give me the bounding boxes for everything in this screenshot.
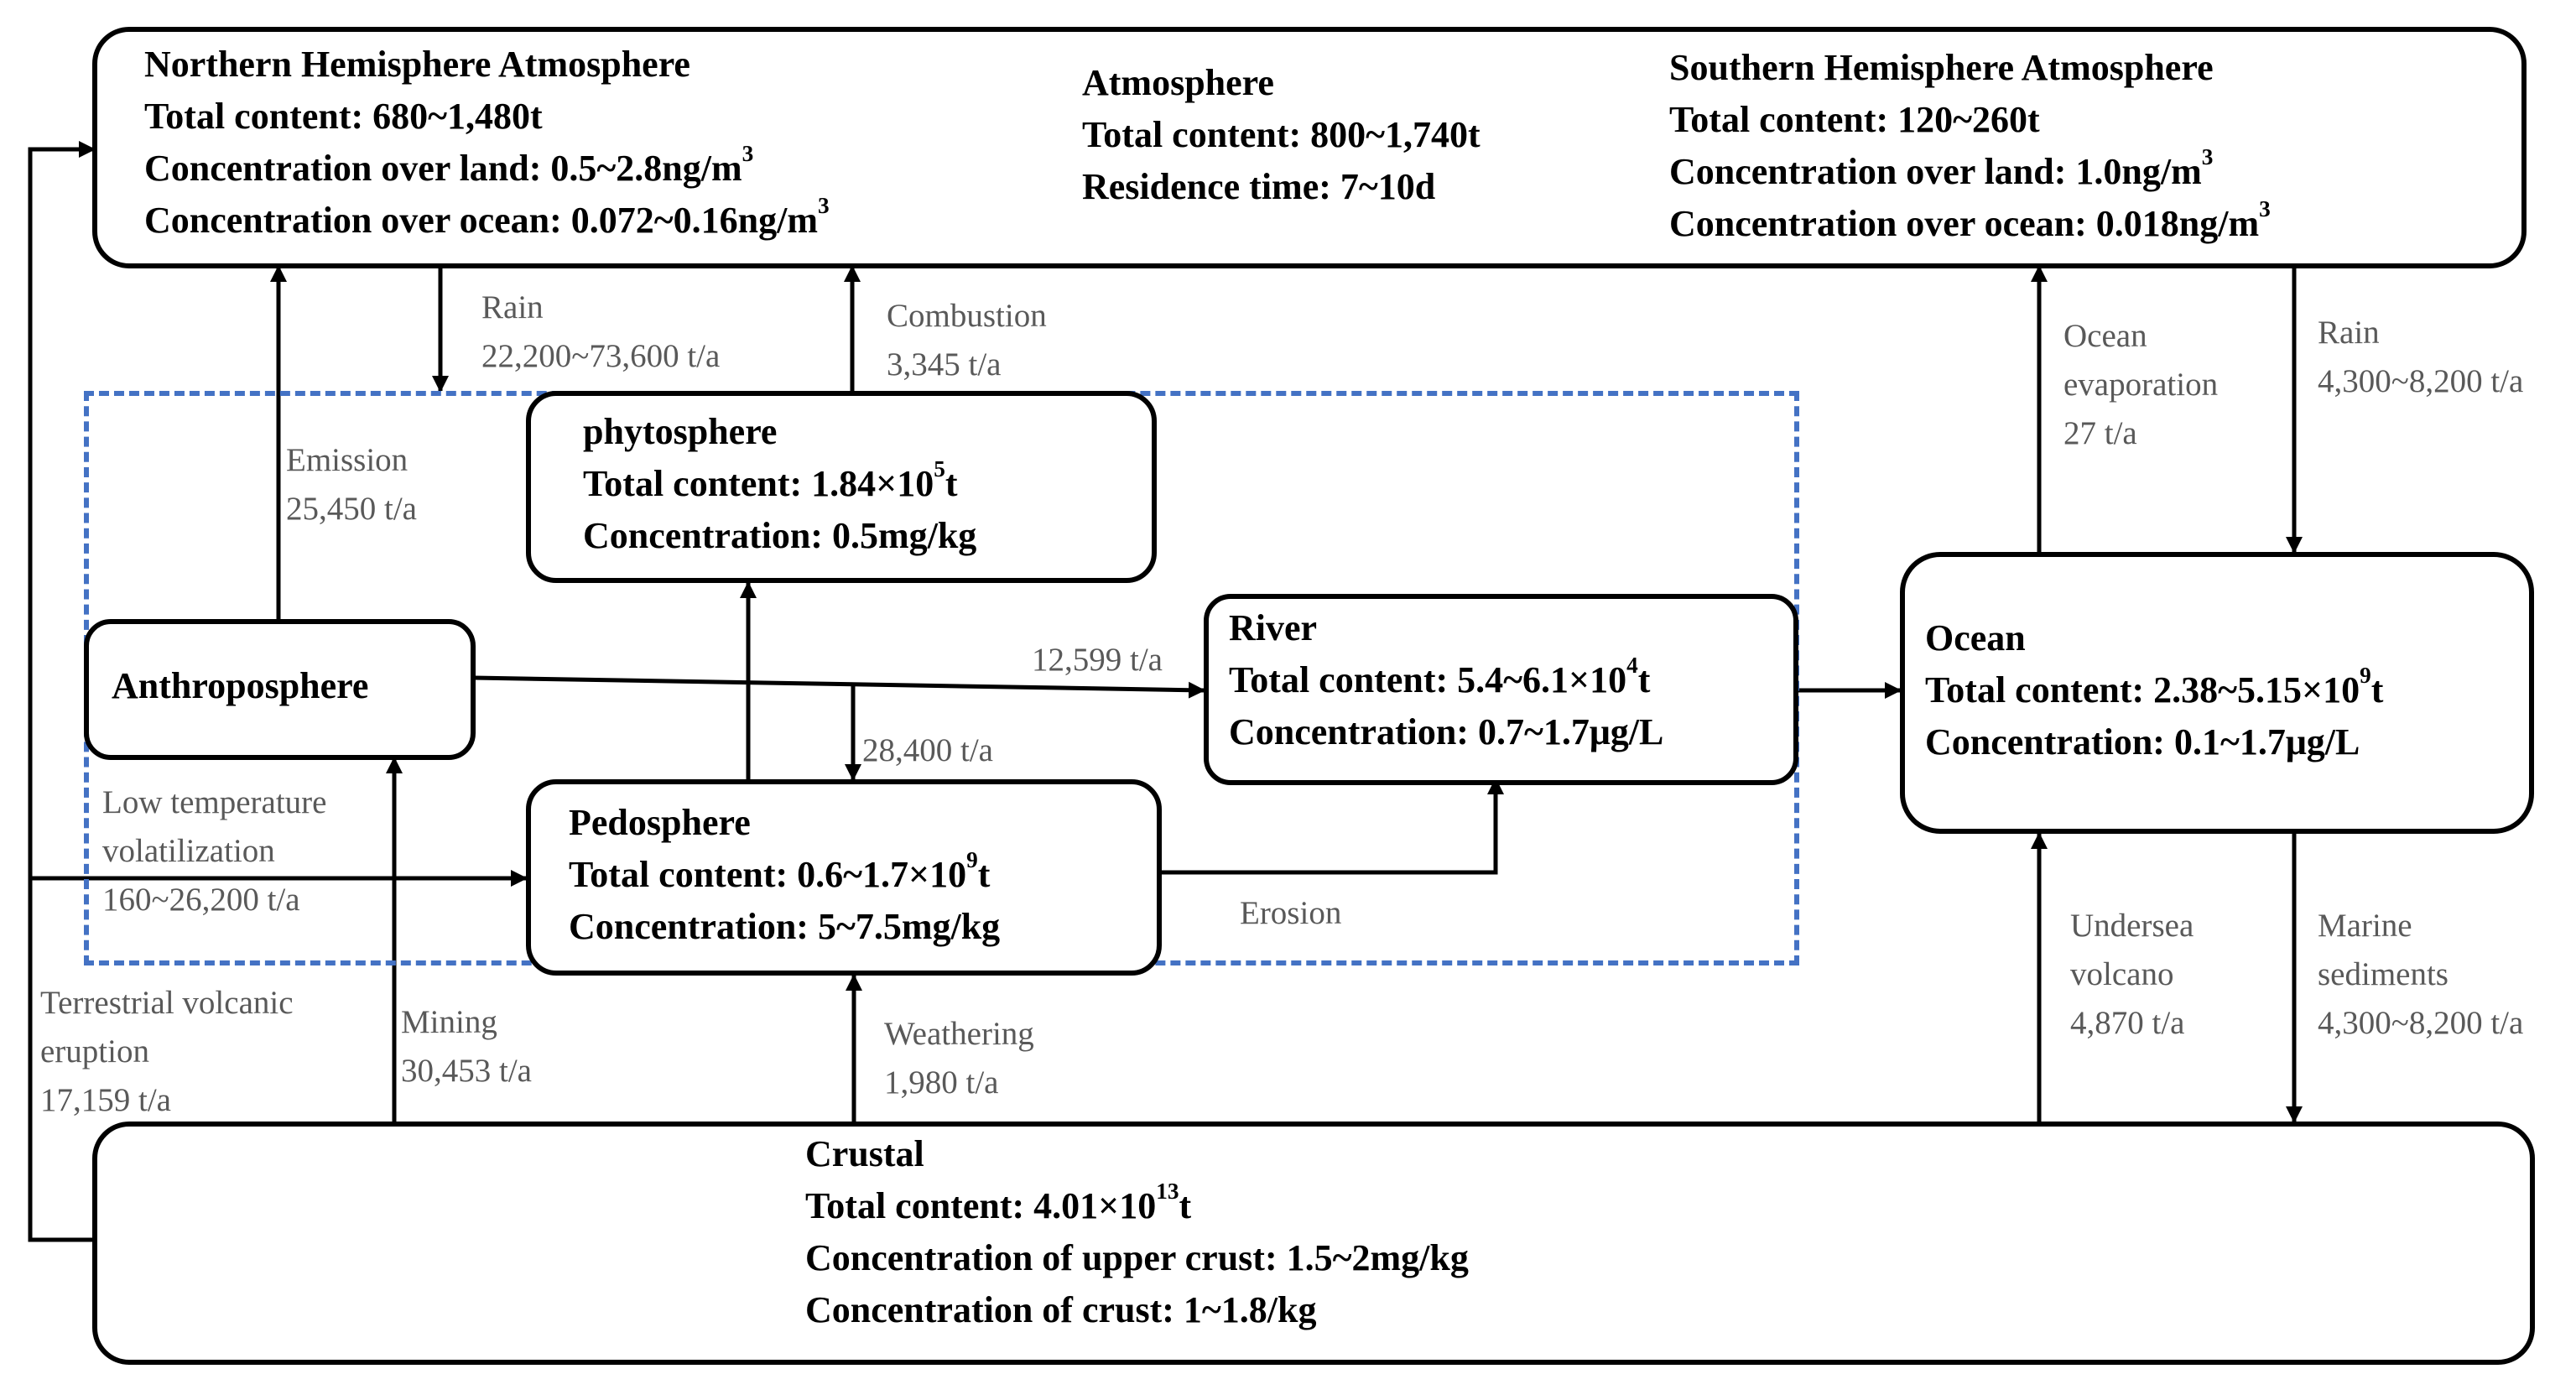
crustal-concentration-crust: Concentration of crust: 1~1.8/kg <box>805 1289 1317 1330</box>
crustal-box <box>92 1122 2535 1365</box>
southern-atmosphere-title: Southern Hemisphere Atmosphere <box>1669 47 2214 88</box>
phytosphere-title: phytosphere <box>583 411 778 452</box>
southern-atmosphere-text: Southern Hemisphere Atmosphere Total con… <box>1669 42 2271 250</box>
erosion-label: Erosion <box>1240 895 1342 931</box>
erosion-arrow <box>1162 778 1504 875</box>
crustal-total-content: Total content: 4.01×1013t <box>805 1178 1192 1226</box>
pedosphere-box <box>526 779 1162 976</box>
river-concentration: Concentration: 0.7~1.7μg/L <box>1229 711 1664 752</box>
northern-atmosphere-total-content: Total content: 680~1,480t <box>144 96 543 137</box>
to-pedosphere-label: 28,400 t/a <box>862 732 993 768</box>
rain-south-label: Rain 4,300~8,200 t/a <box>2318 315 2524 399</box>
terrestrial-volcanic-eruption-arrow <box>28 141 96 1242</box>
phytosphere-box <box>526 391 1157 583</box>
combustion-label: Combustion 3,345 t/a <box>887 298 1047 383</box>
atmosphere-total-content: Total content: 800~1,740t <box>1082 114 1481 155</box>
river-total-content: Total content: 5.4~6.1×104t <box>1229 652 1651 700</box>
anthroposphere-to-river-arrow <box>473 675 1205 699</box>
low-temperature-volatilization-label: Low temperature volatilization 160~26,20… <box>102 784 327 918</box>
ocean-text: Ocean Total content: 2.38~5.15×109t Conc… <box>1925 612 2383 768</box>
pedosphere-text: Pedosphere Total content: 0.6~1.7×109t C… <box>569 797 1000 953</box>
terrestrial-volcanic-eruption-label: Terrestrial volcanic eruption 17,159 t/a <box>40 985 294 1118</box>
atmosphere-box <box>92 27 2527 268</box>
pedosphere-title: Pedosphere <box>569 802 751 843</box>
phytosphere-text: phytosphere Total content: 1.84×105t Con… <box>583 406 976 562</box>
weathering-label: Weathering 1,980 t/a <box>884 1016 1034 1101</box>
pedosphere-concentration: Concentration: 5~7.5mg/kg <box>569 906 1001 947</box>
ocean-total-content: Total content: 2.38~5.15×109t <box>1925 662 2384 710</box>
southern-atmosphere-total-content: Total content: 120~260t <box>1669 99 2040 140</box>
phytosphere-concentration: Concentration: 0.5mg/kg <box>583 515 977 556</box>
ocean-evaporation-label: Ocean evaporation 27 t/a <box>2063 318 2219 451</box>
anthroposphere-box <box>84 619 476 760</box>
anthroposphere-to-river-label: 12,599 t/a <box>1032 642 1163 678</box>
anthroposphere-title: Anthroposphere <box>112 665 369 706</box>
southern-atmosphere-concentration-land: Concentration over land: 1.0ng/m3 <box>1669 143 2214 192</box>
northern-atmosphere-text: Northern Hemisphere Atmosphere Total con… <box>144 39 830 247</box>
northern-atmosphere-concentration-land: Concentration over land: 0.5~2.8ng/m3 <box>144 140 754 189</box>
crustal-title: Crustal <box>805 1133 924 1174</box>
ocean-title: Ocean <box>1925 617 2026 658</box>
atmosphere-residence-time: Residence time: 7~10d <box>1082 166 1436 207</box>
atmosphere-title: Atmosphere <box>1082 62 1274 103</box>
southern-atmosphere-concentration-ocean: Concentration over ocean: 0.018ng/m3 <box>1669 195 2271 244</box>
phytosphere-total-content: Total content: 1.84×105t <box>583 455 958 504</box>
pedosphere-total-content: Total content: 0.6~1.7×109t <box>569 846 991 895</box>
northern-atmosphere-title: Northern Hemisphere Atmosphere <box>144 44 690 85</box>
river-text: River Total content: 5.4~6.1×104t Concen… <box>1229 602 1663 758</box>
ocean-concentration: Concentration: 0.1~1.7μg/L <box>1925 721 2360 762</box>
rain-north-label: Rain 22,200~73,600 t/a <box>481 289 721 374</box>
mining-label: Mining 30,453 t/a <box>401 1004 532 1089</box>
emission-label: Emission 25,450 t/a <box>286 442 417 527</box>
crustal-concentration-upper: Concentration of upper crust: 1.5~2mg/kg <box>805 1237 1469 1278</box>
marine-sediments-label: Marine sediments 4,300~8,200 t/a <box>2318 908 2524 1041</box>
river-title: River <box>1229 607 1318 648</box>
undersea-volcano-label: Undersea volcano 4,870 t/a <box>2070 908 2194 1041</box>
atmosphere-text: Atmosphere Total content: 800~1,740t Res… <box>1082 57 1481 213</box>
ocean-box <box>1900 552 2534 834</box>
northern-atmosphere-concentration-ocean: Concentration over ocean: 0.072~0.16ng/m… <box>144 192 830 241</box>
crustal-text: Crustal Total content: 4.01×1013t Concen… <box>805 1128 1469 1336</box>
river-box <box>1204 594 1798 785</box>
